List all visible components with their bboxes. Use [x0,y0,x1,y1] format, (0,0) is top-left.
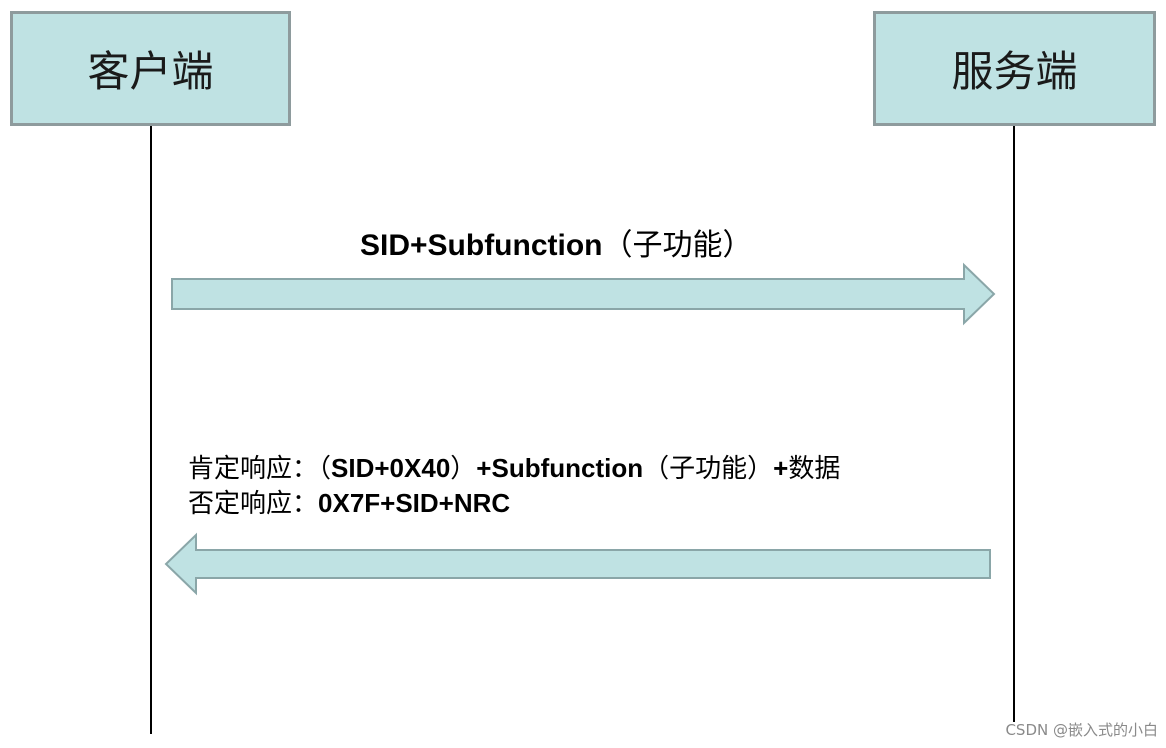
positive-subfunction: +Subfunction [476,453,644,483]
request-message: SID+Subfunction（子功能） [360,220,753,264]
positive-response-line: 肯定响应：（SID+0X40）+Subfunction（子功能）+数据 [188,451,840,486]
server-actor-box: 服务端 [873,11,1156,126]
watermark: CSDN @嵌入式的小白 [1005,721,1158,739]
client-actor-box: 客户端 [10,11,291,126]
positive-sub-cjk: （子功能） [643,454,774,484]
request-latin: SID+Subfunction [360,229,603,262]
negative-response-line: 否定响应：0X7F+SID+NRC [188,486,510,521]
positive-open-paren: （ [318,454,332,484]
request-arrow [171,262,996,326]
positive-data: 数据 [788,454,841,484]
server-label: 服务端 [951,47,1078,96]
client-label: 客户端 [87,47,214,96]
positive-sid: SID+0X40 [331,453,451,483]
negative-prefix: 否定响应： [188,489,319,519]
negative-code: 0X7F+SID+NRC [318,488,511,518]
positive-prefix: 肯定响应： [188,454,319,484]
positive-close-paren: ） [450,454,477,484]
response-arrow [164,532,991,596]
positive-plus: + [773,453,789,483]
request-cjk: （子功能） [602,228,753,263]
